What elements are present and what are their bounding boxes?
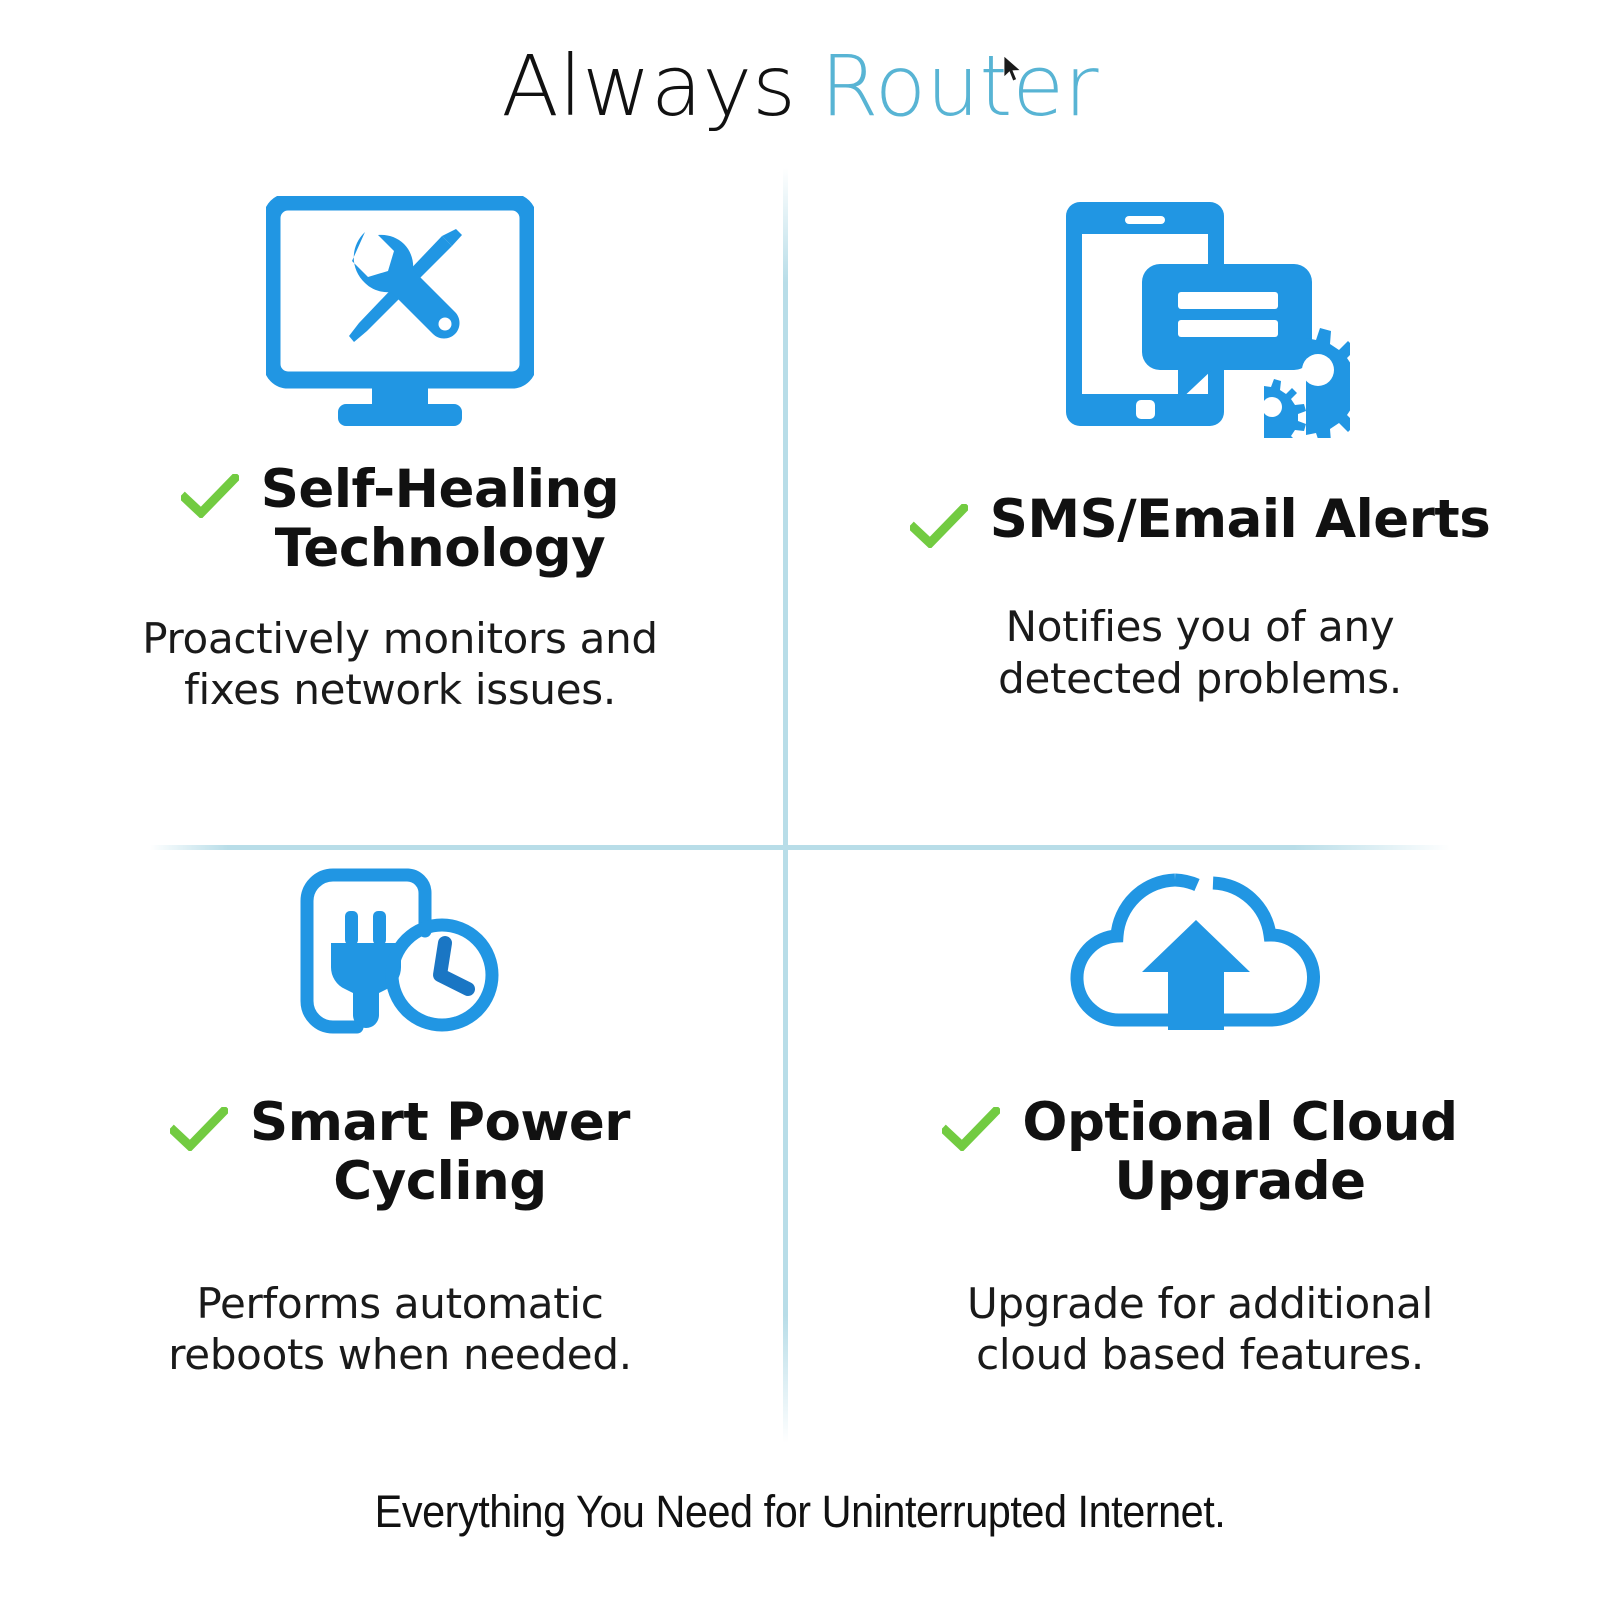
feature-card-sms-email-alerts: SMS/Email Alerts Notifies you of any det… [800,170,1600,815]
feature-desc-line1: Performs automatic [196,1278,604,1328]
green-checkmark-icon [170,1107,229,1151]
brand-name-router: Router [820,37,1098,135]
feature-desc-line1: Proactively monitors and [142,613,658,663]
monitor-with-tools-icon [266,188,534,438]
feature-desc-line1: Upgrade for additional [966,1278,1433,1328]
feature-title: SMS/Email Alerts [989,489,1491,550]
feature-title-row: Self-Healing Technology [60,460,740,579]
feature-title-row: Optional Cloud Upgrade [860,1093,1540,1212]
feature-title-line1: Self-Healing [260,459,620,520]
cloud-upload-icon [1070,833,1330,1063]
feature-card-smart-power-cycling: Smart Power Cycling Performs automatic r… [0,815,800,1460]
feature-title-line1: Optional Cloud [1022,1092,1458,1153]
feature-title: Optional Cloud Upgrade [1022,1092,1458,1213]
brand-logo: Always Router [0,44,1600,128]
feature-desc-line2: cloud based features. [976,1329,1424,1379]
power-plug-clock-icon [275,833,525,1063]
feature-title-line1: SMS/Email Alerts [989,489,1491,550]
feature-description: Performs automatic reboots when needed. [168,1278,632,1380]
feature-card-optional-cloud-upgrade: Optional Cloud Upgrade Upgrade for addit… [800,815,1600,1460]
feature-title-line1: Smart Power [250,1092,630,1153]
feature-desc-line2: fixes network issues. [184,664,616,714]
feature-desc-line2: reboots when needed. [168,1329,632,1379]
green-checkmark-icon [909,504,968,548]
horizontal-divider [150,845,1450,850]
feature-title-line2: Cycling [333,1151,547,1213]
feature-title-line2: Upgrade [1114,1151,1366,1213]
feature-description: Upgrade for additional cloud based featu… [967,1278,1433,1380]
smartphone-message-gears-icon [1050,188,1350,438]
footer-tagline: Everything You Need for Uninterrupted In… [374,1486,1226,1537]
brand-name-always: Always [501,37,796,135]
feature-card-self-healing: Self-Healing Technology Proactively moni… [0,170,800,815]
brand-router-text: Router [820,37,1099,135]
green-checkmark-icon [180,474,239,518]
feature-title-row: Smart Power Cycling [60,1093,740,1212]
feature-desc-line2: detected problems. [998,653,1402,703]
feature-description: Proactively monitors and fixes network i… [142,613,658,715]
feature-title-row: SMS/Email Alerts [860,490,1540,549]
vertical-divider [783,168,788,1443]
feature-title: Self-Healing Technology [260,459,620,580]
feature-grid: Self-Healing Technology Proactively moni… [0,170,1600,1460]
green-checkmark-icon [942,1107,1001,1151]
feature-title: Smart Power Cycling [250,1093,630,1212]
feature-description: Notifies you of any detected problems. [998,601,1402,703]
feature-desc-line1: Notifies you of any [1005,602,1395,652]
feature-title-line2: Technology [274,518,606,580]
